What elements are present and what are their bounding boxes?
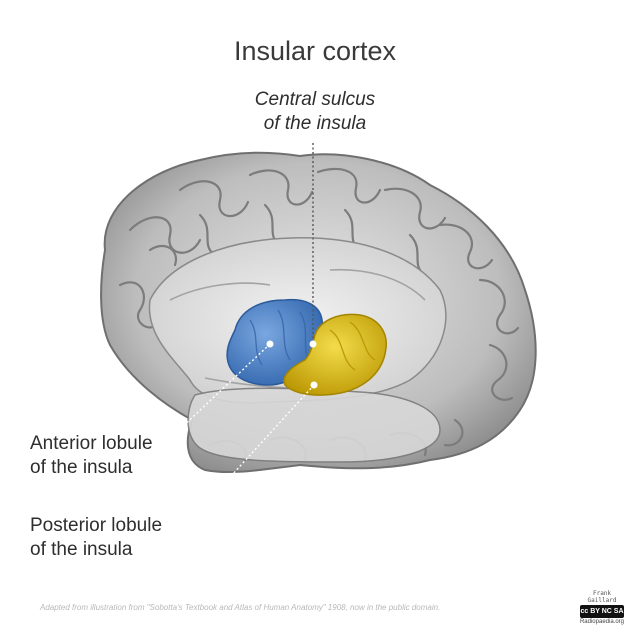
central-sulcus-marker — [309, 340, 317, 348]
license-badge: Frank Gaillard cc BY NC SA Radiopaedia.o… — [579, 590, 625, 625]
site-name: Radiopaedia.org — [579, 619, 625, 625]
central-sulcus-line2: of the insula — [263, 113, 367, 134]
anterior-lobule-marker — [266, 340, 274, 348]
central-sulcus-line1: Central sulcus — [254, 89, 376, 110]
source-credit: Adapted from illustration from "Sobotta'… — [40, 603, 441, 612]
page-title: Insular cortex — [233, 36, 397, 66]
posterior-lobule-line1: Posterior lobule — [30, 515, 163, 536]
posterior-lobule-leader — [199, 384, 315, 511]
posterior-lobule-line2: of the insula — [30, 539, 133, 560]
posterior-lobule-marker — [310, 381, 318, 389]
posterior-lobule-label: Posterior lobule of the insula — [30, 514, 230, 562]
anterior-lobule-label: Anterior lobule of the insula — [30, 432, 230, 480]
anterior-lobule-line1: Anterior lobule — [30, 433, 153, 454]
anterior-lobule-line2: of the insula — [30, 457, 133, 478]
author-name: Frank Gaillard — [587, 590, 617, 604]
anterior-lobule-leader — [159, 343, 271, 449]
central-sulcus-label: Central sulcus of the insula — [210, 88, 420, 136]
leader-lines — [159, 143, 315, 511]
cc-license-icon: cc BY NC SA — [580, 605, 624, 618]
